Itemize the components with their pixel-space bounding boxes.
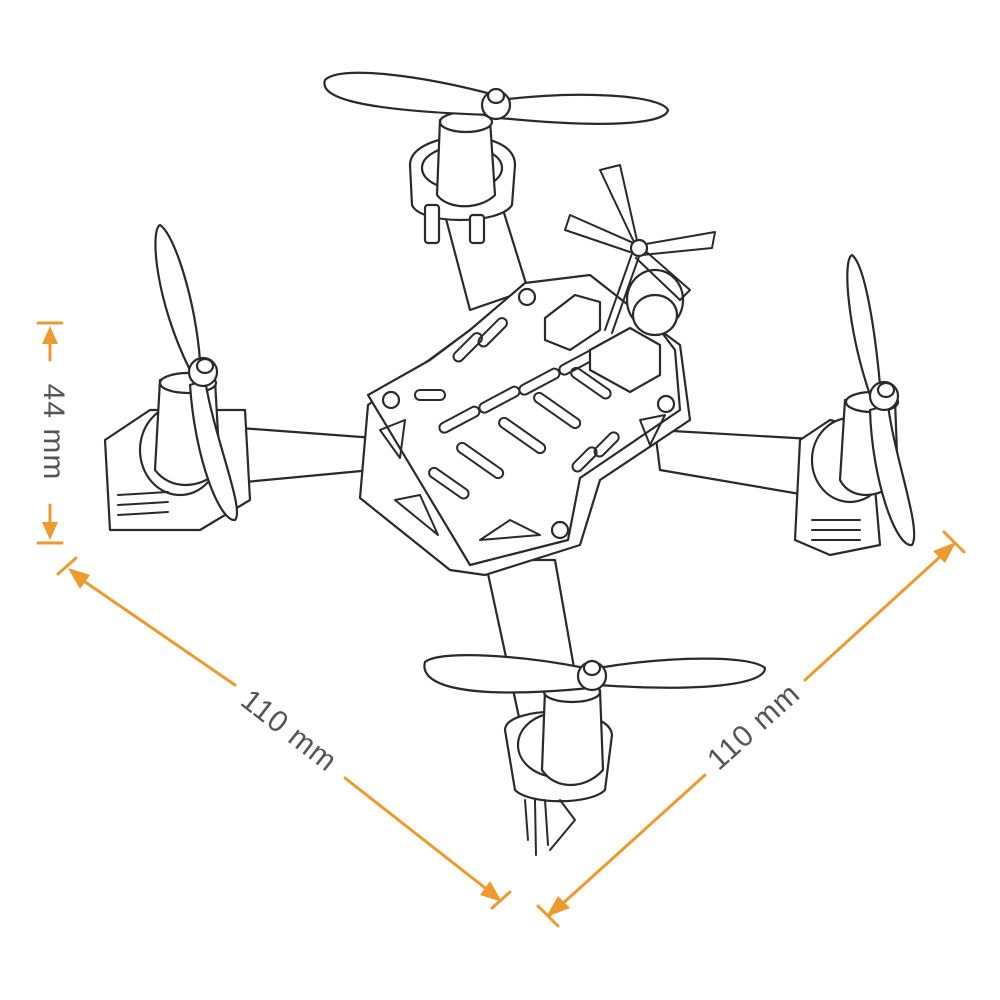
prop-nut <box>195 357 215 375</box>
prop-nut <box>486 87 506 105</box>
height-label: 44 mm <box>37 384 70 481</box>
motor-bell <box>540 688 605 786</box>
propeller-bottom <box>423 654 767 694</box>
motor-wire <box>549 799 576 851</box>
width-left-dimension: 110 mm <box>56 556 512 910</box>
dimension-line <box>343 776 496 897</box>
arrow-icon <box>933 542 956 563</box>
motor-leg <box>468 213 486 245</box>
motor-wire <box>534 799 537 856</box>
triangle-cutout <box>394 494 439 536</box>
propeller-left <box>154 223 239 522</box>
triangle-cutout <box>379 419 406 459</box>
prop-blade <box>596 657 767 689</box>
motor-top <box>408 110 517 245</box>
screw-icon <box>656 394 676 414</box>
motor-wire <box>117 511 169 516</box>
vent-slots <box>414 317 620 500</box>
dimension-tick <box>942 530 966 554</box>
prop-blade <box>498 93 670 125</box>
prop-blade <box>868 403 916 547</box>
camera-module <box>543 268 685 394</box>
screw-icon <box>381 390 401 410</box>
arrow-icon <box>546 896 570 917</box>
motor-wire <box>117 501 169 506</box>
prop-blade <box>154 223 202 372</box>
camera-block <box>588 326 662 394</box>
prop-nut <box>876 381 896 399</box>
dimension-line <box>73 573 237 687</box>
vtx-block <box>543 293 602 352</box>
motor-wire <box>524 799 529 841</box>
dimension-tick <box>56 556 78 576</box>
motor-wire <box>117 491 169 496</box>
arrow-icon <box>68 568 90 589</box>
antenna-hub <box>629 238 649 258</box>
prop-nut <box>582 659 602 677</box>
left-arm <box>238 426 377 484</box>
antenna-leaf <box>635 247 691 301</box>
antenna <box>564 164 716 334</box>
dimension-tick <box>490 890 512 910</box>
triangle-cutout <box>479 519 541 541</box>
antenna-stem <box>611 247 643 334</box>
prop-blade <box>323 71 497 117</box>
antenna-leaf <box>564 214 639 253</box>
dimension-line <box>548 773 707 917</box>
triangle-cutout <box>639 414 666 446</box>
antenna-leaf <box>599 164 639 246</box>
antenna-stem <box>604 244 636 331</box>
antenna-leaf <box>639 231 716 256</box>
screw-icon <box>517 287 537 307</box>
prop-blade <box>188 378 239 522</box>
prop-blade <box>423 654 592 694</box>
propeller-top <box>323 71 670 125</box>
screw-icon <box>550 520 570 540</box>
motor-bell <box>435 118 497 208</box>
motor-wire <box>544 799 549 846</box>
arrow-icon <box>480 881 502 902</box>
propeller-right <box>846 253 916 547</box>
camera-lens-ring <box>631 293 679 337</box>
arrow-up-icon <box>42 326 58 344</box>
height-dimension: 44 mm <box>36 321 70 545</box>
arrow-down-icon <box>42 522 58 540</box>
prop-blade <box>846 253 882 397</box>
width-left-label: 110 mm <box>235 683 344 778</box>
width-right-label: 110 mm <box>701 677 806 777</box>
dimension-line <box>803 543 955 682</box>
motor-leg <box>423 203 441 245</box>
